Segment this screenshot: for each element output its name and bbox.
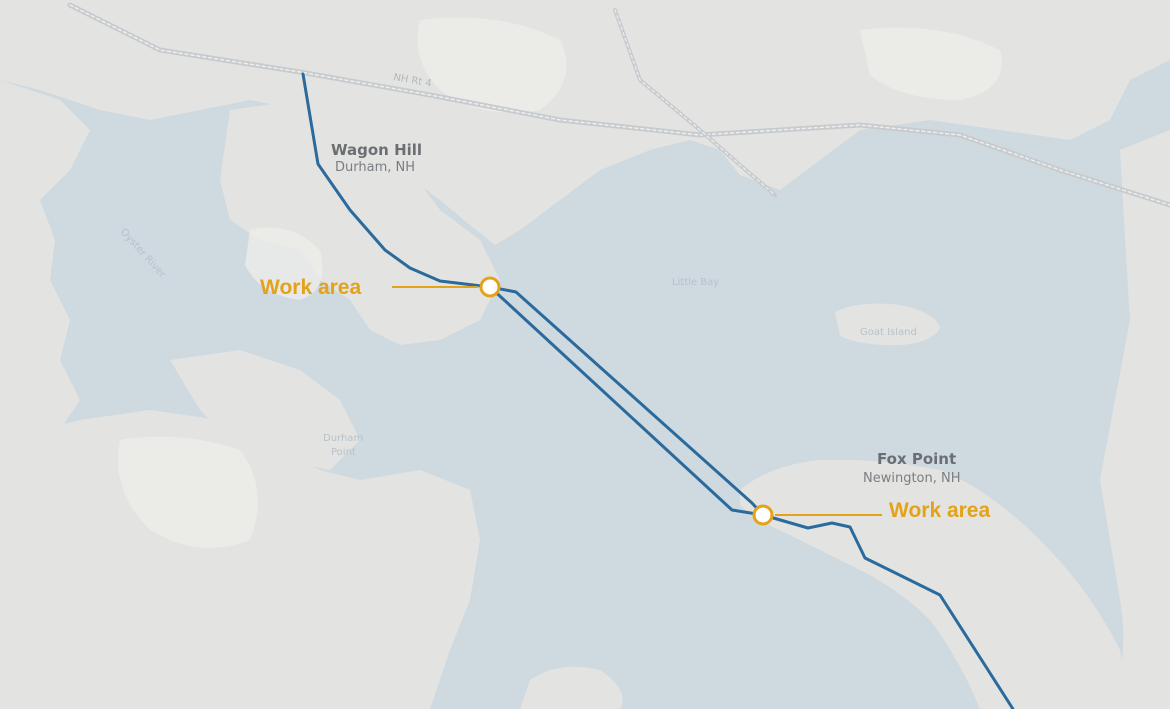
place-wagon-hill-sub: Durham, NH bbox=[335, 160, 415, 175]
work-area-west-marker[interactable] bbox=[479, 276, 501, 298]
land-south-middle bbox=[520, 666, 623, 709]
land-southwest bbox=[0, 410, 480, 709]
land-patch-4 bbox=[860, 27, 1002, 100]
land-patch-3 bbox=[245, 227, 323, 300]
land-west-shore bbox=[0, 80, 90, 440]
road-north-branch-dash bbox=[614, 9, 776, 196]
land-goat-island bbox=[835, 303, 940, 346]
roads bbox=[67, 2, 1170, 208]
cable-line-south bbox=[761, 513, 1015, 709]
label-point: Point bbox=[331, 447, 356, 458]
land-patch-1 bbox=[118, 436, 258, 548]
work-area-east-marker[interactable] bbox=[752, 504, 774, 526]
land-fox-point bbox=[740, 459, 1124, 709]
place-fox-point-name: Fox Point bbox=[877, 450, 956, 468]
label-little-bay: Little Bay bbox=[672, 277, 719, 288]
land-durham-point bbox=[170, 350, 360, 470]
cable-line-north bbox=[301, 72, 492, 289]
place-wagon-hill-name: Wagon Hill bbox=[331, 141, 422, 159]
place-fox-point-sub: Newington, NH bbox=[863, 471, 961, 486]
label-durham: Durham bbox=[323, 433, 363, 444]
work-area-east-label: Work area bbox=[889, 499, 990, 522]
land-highlights bbox=[118, 17, 1002, 548]
land-east-shore bbox=[1100, 130, 1170, 709]
road-nh-rt-4-dash bbox=[69, 4, 1170, 206]
label-goat-island: Goat Island bbox=[860, 327, 917, 338]
land-patch-2 bbox=[417, 17, 567, 113]
work-area-west-label: Work area bbox=[260, 276, 361, 299]
